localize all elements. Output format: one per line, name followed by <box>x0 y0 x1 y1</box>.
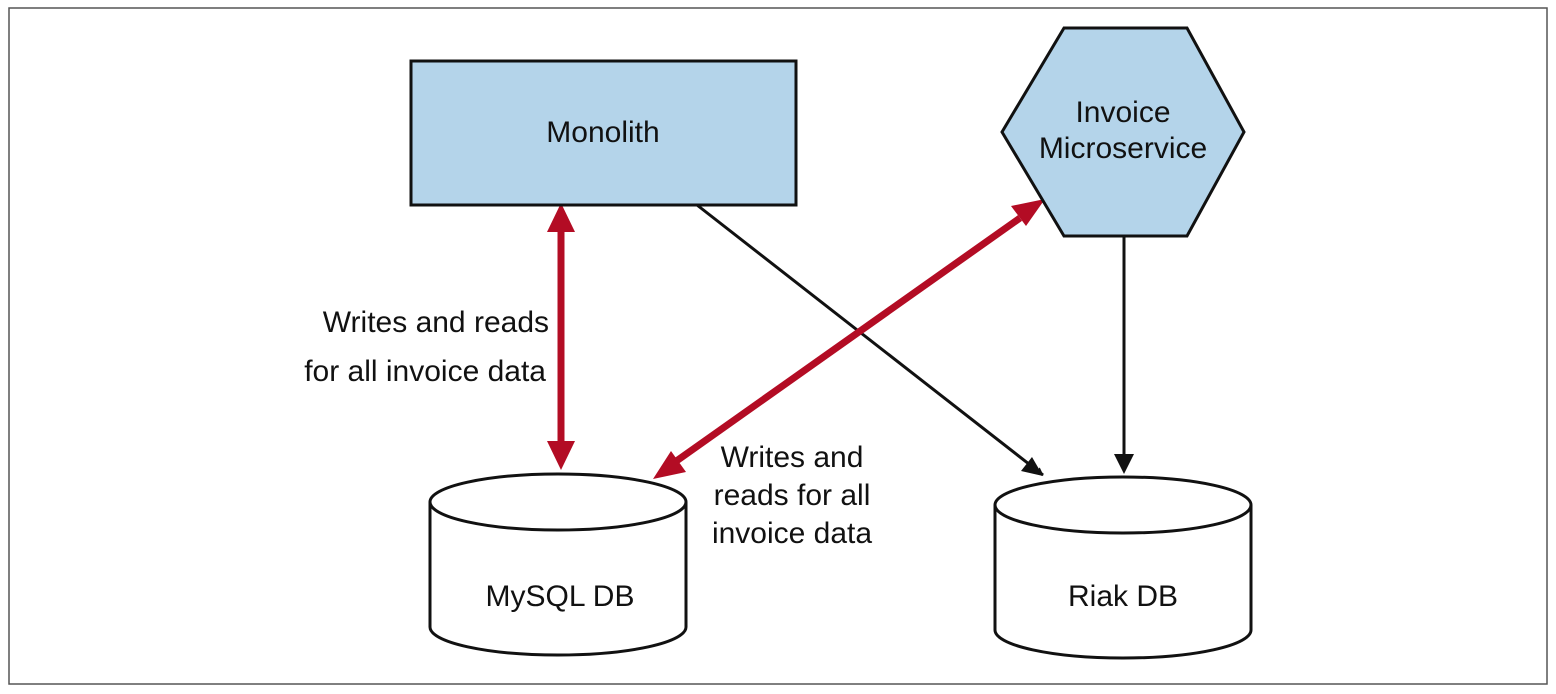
edge-monolith-to-riak-arrowhead <box>1021 457 1043 476</box>
monolith-box <box>409 59 798 207</box>
edge-label-microservice-mysql-line2: reads for all <box>714 479 871 512</box>
node-invoice-microservice: Invoice Microservice <box>1000 26 1246 238</box>
edge-microservice-mysql-arrowhead-bottom <box>653 451 686 479</box>
edge-label-microservice-mysql: Writes and reads for all invoice data <box>712 441 872 550</box>
edge-label-monolith-mysql-line1: Writes and reads <box>323 306 549 339</box>
edge-label-microservice-mysql-line1: Writes and <box>721 441 864 474</box>
riak-cylinder-body <box>993 505 1253 660</box>
edge-microservice-to-riak-arrowhead <box>1114 454 1134 474</box>
edge-label-monolith-mysql-line2: for all invoice data <box>304 355 546 388</box>
node-mysql-db: MySQL DB <box>428 472 688 657</box>
edge-microservice-mysql <box>672 215 1023 465</box>
edge-label-microservice-mysql-line3: invoice data <box>712 517 872 550</box>
riak-label: Riak DB <box>1068 580 1178 613</box>
mysql-cylinder-top <box>428 472 688 532</box>
node-monolith: Monolith <box>409 59 798 207</box>
edge-monolith-mysql-arrowhead-top <box>547 203 575 232</box>
edge-monolith-mysql-arrowhead-bottom <box>547 441 575 470</box>
riak-cylinder-top <box>993 475 1253 535</box>
monolith-label: Monolith <box>546 116 659 149</box>
mysql-label: MySQL DB <box>486 580 635 613</box>
mysql-cylinder-body <box>428 502 688 657</box>
edge-label-monolith-mysql: Writes and reads for all invoice data <box>304 306 549 388</box>
node-riak-db: Riak DB <box>993 475 1253 660</box>
microservice-hexagon <box>1000 26 1246 238</box>
microservice-label-line1: Invoice <box>1075 96 1170 129</box>
microservice-label-line2: Microservice <box>1039 132 1207 165</box>
edge-monolith-to-riak <box>696 203 1044 477</box>
edge-microservice-mysql-arrowhead-top <box>1011 199 1045 226</box>
